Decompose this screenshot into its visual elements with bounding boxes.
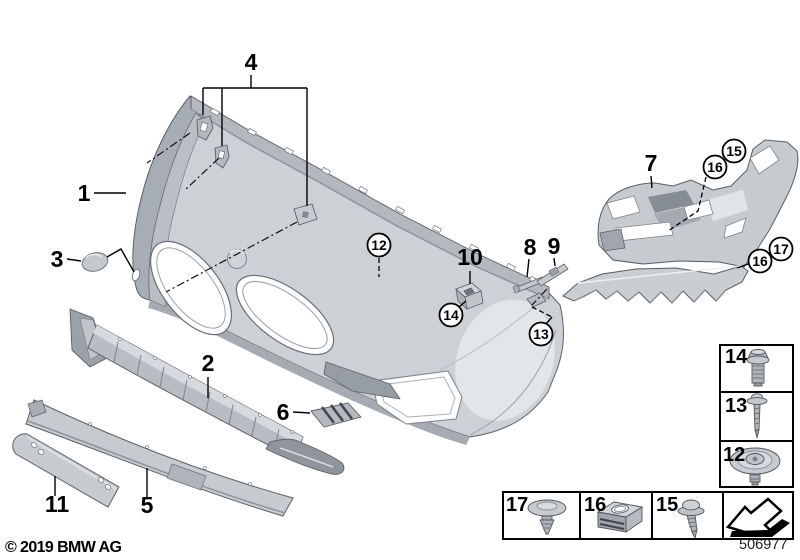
svg-text:17: 17: [773, 241, 789, 257]
svg-text:13: 13: [533, 326, 549, 342]
long-tapping-screw-icon: [746, 393, 768, 439]
circled-callout-17[interactable]: 17: [768, 236, 794, 262]
fastener-cell-13[interactable]: 13: [725, 395, 748, 417]
callout-2[interactable]: 2: [202, 350, 215, 376]
svg-text:12: 12: [371, 237, 387, 253]
svg-text:2: 2: [202, 350, 215, 376]
tow-hook-cover-cap: [81, 252, 109, 272]
dashed-leader-lines: [378, 176, 707, 318]
callout-11[interactable]: 11: [45, 491, 70, 517]
svg-text:16: 16: [707, 159, 723, 175]
fastener-cell-17[interactable]: 17: [506, 494, 529, 516]
hex-flange-bolt-icon: [746, 349, 770, 387]
svg-text:14: 14: [443, 307, 459, 323]
alignment-dash-dot-lines: [146, 132, 548, 306]
bumper-corner-flick: [323, 361, 401, 400]
svg-text:3: 3: [51, 246, 64, 272]
callout-7[interactable]: 7: [645, 150, 658, 176]
tow-hook-hole: [131, 268, 141, 282]
fastener-table-column: [719, 344, 794, 488]
svg-text:4: 4: [245, 49, 258, 75]
callout-8[interactable]: 8: [524, 234, 537, 260]
circled-callout-15[interactable]: 15: [721, 138, 747, 164]
support-clip: [310, 402, 362, 428]
circled-callout-14[interactable]: 14: [438, 302, 464, 328]
svg-text:1: 1: [78, 180, 91, 206]
fastener-table-row: [502, 491, 794, 540]
pan-head-screw-icon: [677, 499, 705, 540]
cage-nut-icon: [596, 501, 644, 533]
viewing-direction-arrow-icon: [725, 497, 790, 537]
fastener-cell-14[interactable]: 14: [725, 346, 748, 368]
table-divider: [721, 391, 792, 393]
table-divider: [722, 493, 724, 538]
circled-callout-16-upper[interactable]: 16: [702, 154, 728, 180]
callout-3[interactable]: 3: [51, 246, 64, 272]
callout-9[interactable]: 9: [548, 233, 561, 259]
fastener-cell-12[interactable]: 12: [723, 444, 746, 466]
svg-text:11: 11: [45, 491, 70, 517]
svg-text:15: 15: [726, 143, 742, 159]
callout-1[interactable]: 1: [78, 180, 91, 206]
wing-tip-bracket: [526, 292, 547, 308]
svg-text:5: 5: [141, 492, 154, 518]
callout-5[interactable]: 5: [141, 492, 154, 518]
svg-text:9: 9: [548, 233, 561, 259]
table-divider: [579, 493, 581, 538]
bumper-carrier-upper: [597, 139, 799, 268]
svg-text:16: 16: [752, 253, 768, 269]
circled-callout-12[interactable]: 12: [366, 232, 392, 258]
kidney-grille-openings: [149, 240, 335, 356]
copyright-text: © 2019 BMW AG: [5, 539, 122, 556]
expanding-rivet-icon: [527, 499, 567, 535]
leader-lines: [54, 75, 749, 498]
callout-10[interactable]: 10: [457, 244, 483, 270]
fastener-cell-16[interactable]: 16: [584, 494, 607, 516]
svg-text:7: 7: [645, 150, 658, 176]
circled-callout-13[interactable]: 13: [528, 321, 554, 347]
diagram-number: 506977: [739, 537, 788, 553]
bumper-mounting-clips: [196, 115, 318, 226]
front-bumper-panel: [131, 95, 564, 445]
table-divider: [721, 440, 792, 442]
mounting-bracket-10: [455, 282, 484, 311]
rail-slot-holes: [210, 108, 539, 284]
side-intake-opening: [371, 370, 463, 425]
callout-4[interactable]: 4: [245, 49, 258, 75]
large-washer-screw-icon: [729, 447, 781, 486]
license-plate-base: [12, 433, 120, 508]
svg-text:6: 6: [277, 399, 290, 425]
fastener-cell-15[interactable]: 15: [656, 494, 679, 516]
front-spoiler-strip: [69, 308, 345, 475]
circled-callout-16-lower[interactable]: 16: [747, 248, 773, 274]
callout-6[interactable]: 6: [277, 399, 290, 425]
bumper-carrier-lower: [562, 265, 749, 304]
table-divider: [651, 493, 653, 538]
sensor-strip-9: [536, 263, 569, 287]
lower-trim-strip: [25, 399, 294, 517]
svg-text:10: 10: [457, 244, 483, 270]
svg-text:8: 8: [524, 234, 537, 260]
